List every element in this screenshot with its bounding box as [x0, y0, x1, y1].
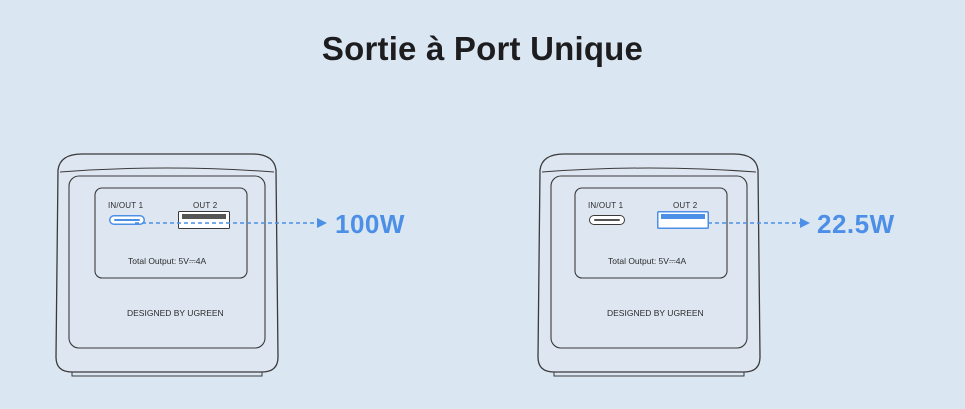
charger-device-1: IN/OUT 1 OUT 2 Total Output: 5V⎓4A DESIG…: [52, 152, 282, 377]
charger-device-2: IN/OUT 1 OUT 2 Total Output: 5V⎓4A DESIG…: [534, 152, 764, 377]
brand-label: DESIGNED BY UGREEN: [607, 308, 704, 318]
charger-body-icon: [55, 153, 279, 377]
port2-label: OUT 2: [193, 201, 218, 210]
usb-c-port-icon: [589, 215, 625, 225]
page-title: Sortie à Port Unique: [321, 30, 644, 67]
charger-body-icon: [537, 153, 761, 377]
arrow-right-icon: [135, 218, 327, 228]
usb-a-port-icon: [657, 211, 709, 229]
total-output-label: Total Output: 5V⎓4A: [608, 256, 687, 266]
usb-c-port-icon: [109, 215, 145, 225]
port2-label: OUT 2: [673, 201, 698, 210]
total-output-label: Total Output: 5V⎓4A: [128, 256, 207, 266]
brand-label: DESIGNED BY UGREEN: [127, 308, 224, 318]
power-value-2: 22.5W: [817, 209, 895, 239]
usb-a-port-icon: [178, 211, 230, 229]
port1-label: IN/OUT 1: [108, 201, 144, 210]
port1-label: IN/OUT 1: [588, 201, 624, 210]
arrow-right-icon: [708, 218, 810, 228]
power-value-1: 100W: [335, 209, 405, 239]
